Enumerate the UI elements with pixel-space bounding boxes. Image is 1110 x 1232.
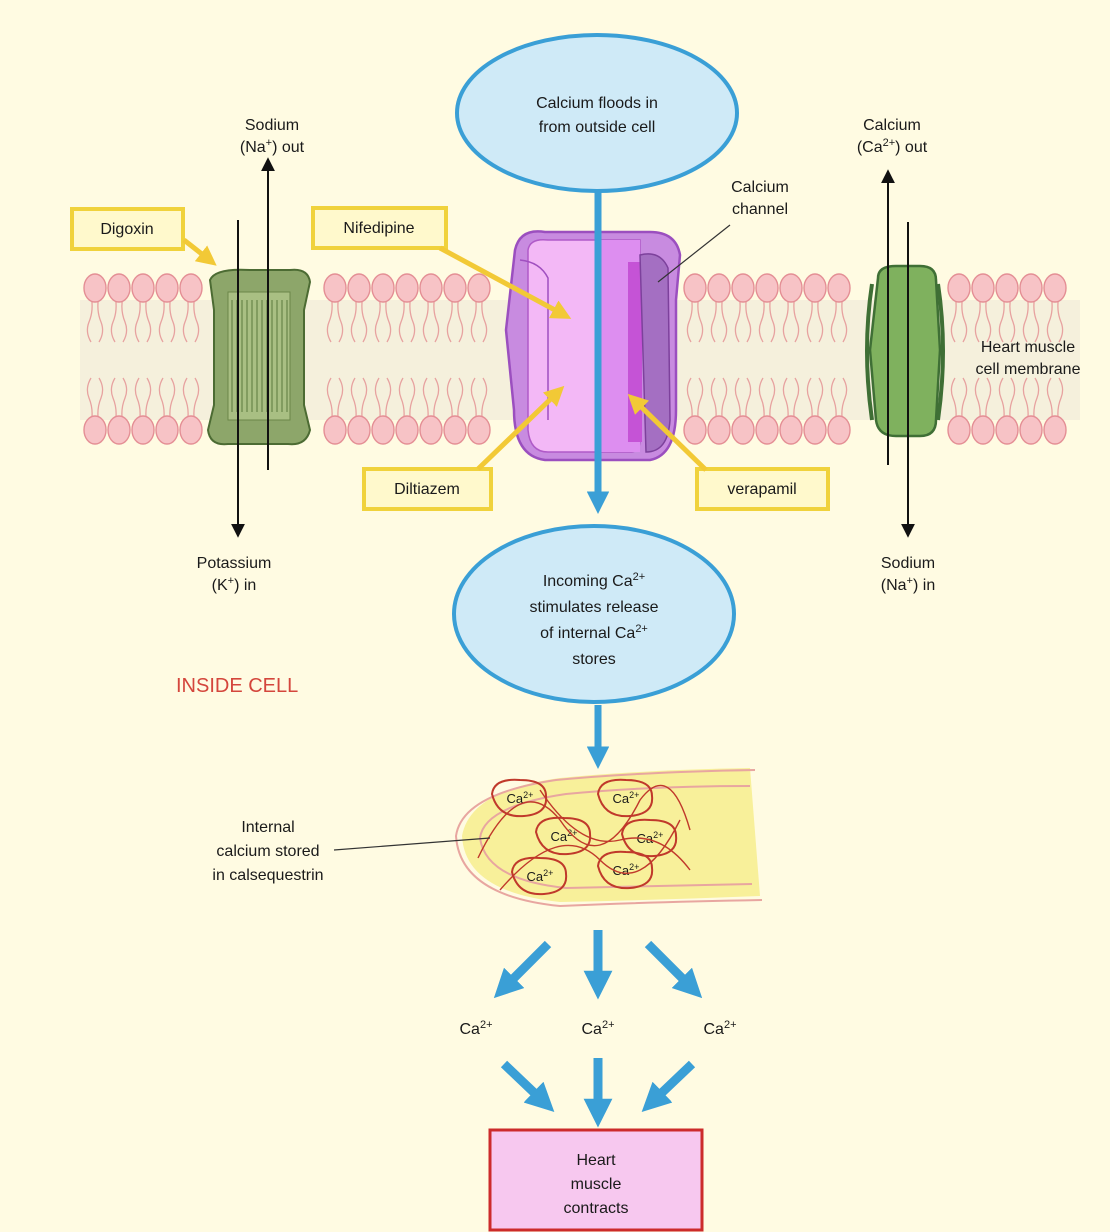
lipid-head bbox=[996, 416, 1018, 444]
lipid-head bbox=[372, 416, 394, 444]
lipid-head bbox=[156, 416, 178, 444]
sodium-in-line1: Sodium bbox=[881, 555, 935, 572]
calcium-channel-label-line1: Calcium bbox=[731, 179, 789, 196]
lipid-head bbox=[348, 274, 370, 302]
sodium-out-line2: (Na+) out bbox=[240, 137, 305, 156]
lipid-head bbox=[972, 274, 994, 302]
lipid-head bbox=[156, 274, 178, 302]
lipid-head bbox=[948, 274, 970, 302]
lipid-head bbox=[732, 274, 754, 302]
lipid-head bbox=[780, 416, 802, 444]
top-bubble-line1: Calcium floods in bbox=[536, 95, 658, 112]
internal-calcium-line1: Internal bbox=[241, 819, 294, 836]
lipid-head bbox=[348, 416, 370, 444]
lipid-head bbox=[1044, 416, 1066, 444]
lipid-head bbox=[828, 274, 850, 302]
result-line3: contracts bbox=[564, 1200, 629, 1217]
sodium-in-line2: (Na+) in bbox=[881, 575, 935, 594]
free-calcium-label: Ca2+ bbox=[582, 1019, 615, 1038]
result-line2: muscle bbox=[571, 1176, 622, 1193]
lipid-head bbox=[84, 416, 106, 444]
svg-text:Nifedipine: Nifedipine bbox=[343, 220, 414, 237]
calcium-out-line2: (Ca2+) out bbox=[857, 137, 928, 156]
result-line1: Heart bbox=[576, 1152, 616, 1169]
potassium-in-line1: Potassium bbox=[197, 555, 272, 572]
lipid-head bbox=[1020, 274, 1042, 302]
diltiazem-label: Diltiazem bbox=[364, 469, 491, 509]
lipid-head bbox=[420, 274, 442, 302]
lipid-head bbox=[804, 274, 826, 302]
lipid-head bbox=[996, 274, 1018, 302]
internal-calcium-line3: in calsequestrin bbox=[212, 867, 323, 884]
lipid-head bbox=[468, 274, 490, 302]
lipid-head bbox=[780, 274, 802, 302]
lipid-head bbox=[708, 416, 730, 444]
lipid-head bbox=[684, 274, 706, 302]
mid-bubble-line2: stimulates release bbox=[530, 599, 659, 616]
lipid-head bbox=[180, 416, 202, 444]
release-arrow-left bbox=[502, 944, 548, 990]
lipid-head bbox=[324, 274, 346, 302]
lipid-head bbox=[132, 416, 154, 444]
lipid-head bbox=[804, 416, 826, 444]
sodium-potassium-pump bbox=[208, 270, 310, 445]
mid-bubble-line4: stores bbox=[572, 651, 616, 668]
digoxin-arrow bbox=[184, 240, 212, 262]
sodium-out-line1: Sodium bbox=[245, 117, 299, 134]
lipid-head bbox=[396, 274, 418, 302]
top-bubble-line2: from outside cell bbox=[539, 119, 656, 136]
calcium-channel-label-line2: channel bbox=[732, 201, 788, 218]
lipid-head bbox=[444, 274, 466, 302]
lipid-head bbox=[708, 274, 730, 302]
lipid-head bbox=[444, 416, 466, 444]
lipid-head bbox=[108, 274, 130, 302]
calcium-floods-bubble: Calcium floods in from outside cell bbox=[457, 35, 737, 191]
lipid-head bbox=[972, 416, 994, 444]
lipid-head bbox=[1020, 416, 1042, 444]
lipid-head bbox=[1044, 274, 1066, 302]
mid-bubble-line3: of internal Ca2+ bbox=[540, 623, 648, 642]
lipid-head bbox=[132, 274, 154, 302]
calcium-out-line1: Calcium bbox=[863, 117, 921, 134]
calcium-channel bbox=[506, 231, 680, 460]
free-calcium-label: Ca2+ bbox=[704, 1019, 737, 1038]
membrane-label-line1: Heart muscle bbox=[981, 339, 1075, 356]
lipid-head bbox=[420, 416, 442, 444]
lipid-head bbox=[828, 416, 850, 444]
release-arrow-right bbox=[648, 944, 694, 990]
lipid-head bbox=[948, 416, 970, 444]
lipid-head bbox=[180, 274, 202, 302]
svg-text:verapamil: verapamil bbox=[727, 481, 796, 498]
contract-arrow-right bbox=[650, 1064, 692, 1104]
lipid-head bbox=[756, 274, 778, 302]
verapamil-label: verapamil bbox=[697, 469, 828, 509]
lipid-head bbox=[684, 416, 706, 444]
digoxin-label: Digoxin bbox=[72, 209, 183, 249]
free-calcium-label: Ca2+ bbox=[460, 1019, 493, 1038]
mid-bubble-line1: Incoming Ca2+ bbox=[543, 571, 645, 590]
lipid-head bbox=[372, 274, 394, 302]
lipid-head bbox=[396, 416, 418, 444]
sarcoplasmic-reticulum bbox=[456, 768, 762, 906]
internal-release-bubble: Incoming Ca2+ stimulates release of inte… bbox=[454, 526, 734, 702]
internal-calcium-line2: calcium stored bbox=[216, 843, 319, 860]
sodium-calcium-exchanger bbox=[867, 266, 943, 436]
heart-muscle-contracts-box: Heart muscle contracts bbox=[490, 1130, 702, 1230]
contract-arrow-left bbox=[504, 1064, 546, 1104]
lipid-head bbox=[324, 416, 346, 444]
membrane-label-line2: cell membrane bbox=[976, 361, 1081, 378]
lipid-head bbox=[108, 416, 130, 444]
lipid-head bbox=[84, 274, 106, 302]
svg-text:Digoxin: Digoxin bbox=[100, 221, 153, 238]
nifedipine-label: Nifedipine bbox=[313, 208, 446, 248]
potassium-in-line2: (K+) in bbox=[212, 575, 257, 594]
lipid-head bbox=[756, 416, 778, 444]
lipid-head bbox=[732, 416, 754, 444]
lipid-head bbox=[468, 416, 490, 444]
svg-text:Diltiazem: Diltiazem bbox=[394, 481, 460, 498]
inside-cell-label: INSIDE CELL bbox=[176, 675, 298, 697]
